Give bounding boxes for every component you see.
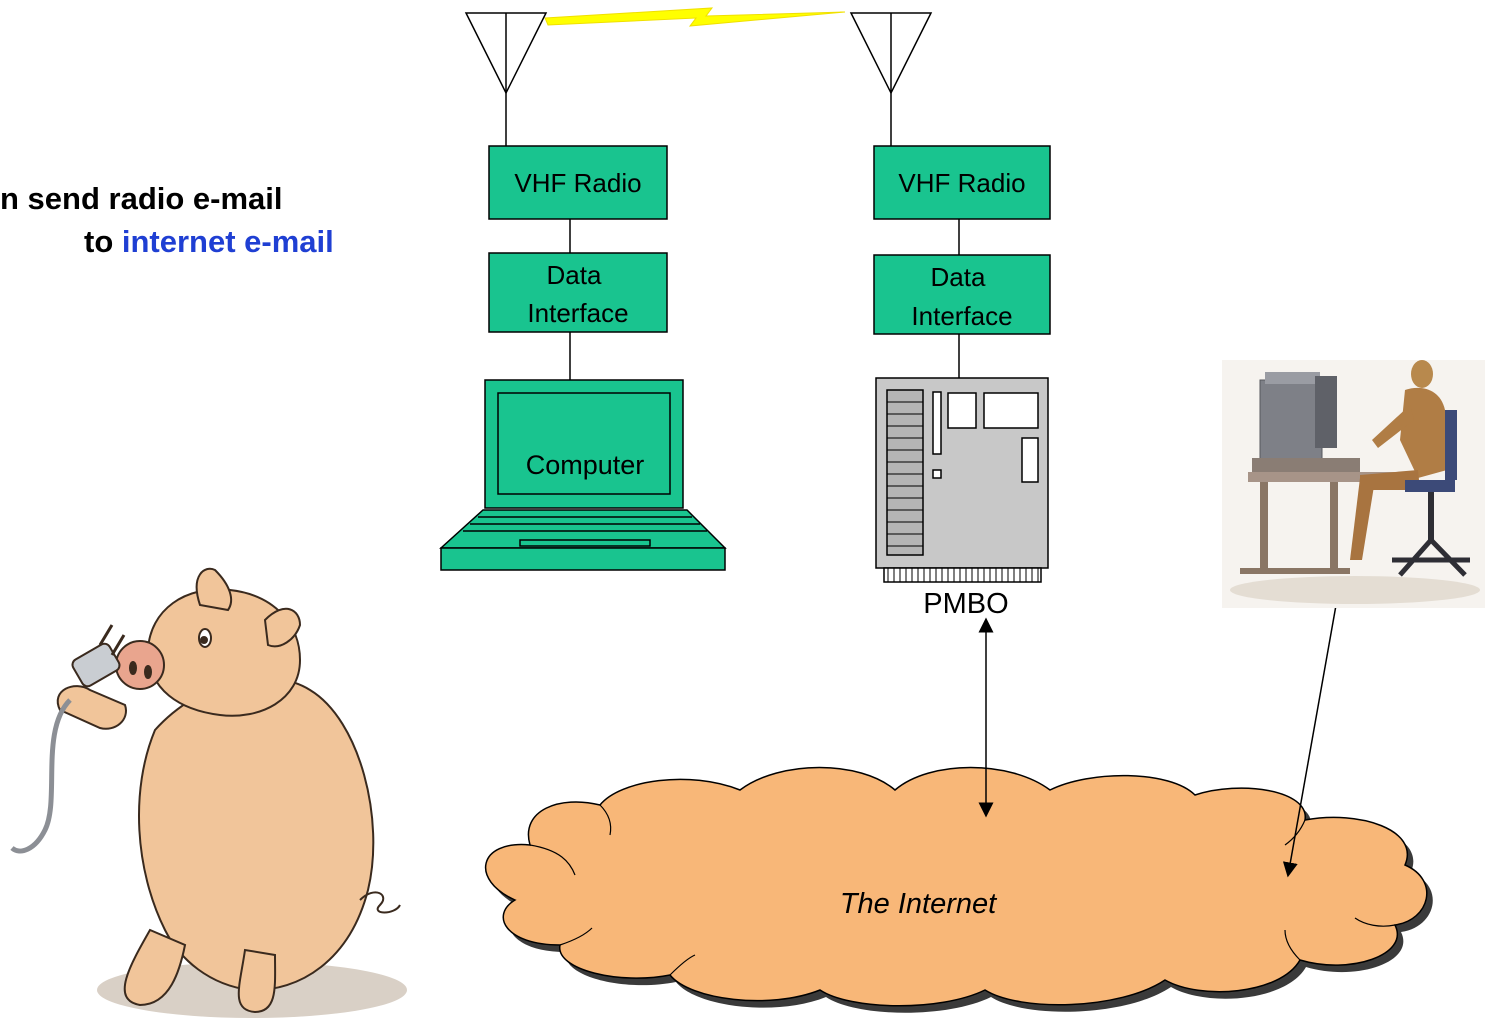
pmbo-label: PMBO: [923, 588, 1008, 620]
user-internet-arrow: [1282, 586, 1345, 878]
right-vhf-radio-box: [873, 145, 1051, 220]
left-antenna-icon: [464, 12, 548, 146]
left-interface-label-2: Interface: [527, 298, 628, 328]
person-at-desk-image: [1222, 360, 1485, 608]
right-interface-label-2: Interface: [911, 301, 1012, 331]
left-vhf-radio-box: [488, 145, 668, 220]
pmbo-server-icon: [875, 377, 1049, 583]
headline-line-2-prefix: to: [84, 224, 122, 259]
laptop-computer-icon: [439, 379, 727, 571]
internet-label: The Internet: [840, 888, 998, 920]
computer-label: Computer: [526, 450, 645, 480]
headline-highlight: internet e-mail: [121, 224, 334, 259]
left-interface-label-1: Data: [547, 260, 602, 290]
left-data-interface-box: [488, 252, 668, 333]
internet-cloud: [484, 766, 1428, 1007]
headline: n send radio e-mail to internet e-mail: [0, 178, 420, 288]
pig-with-plug-image: [10, 567, 407, 1018]
right-antenna-icon: [849, 12, 933, 146]
right-data-interface-box: [873, 254, 1051, 335]
headline-line-2: to internet e-mail: [84, 221, 334, 263]
radio-link-bolt: [544, 7, 846, 27]
right-vhf-radio-label: VHF Radio: [898, 168, 1025, 198]
headline-line-1: n send radio e-mail: [0, 181, 283, 216]
left-vhf-radio-label: VHF Radio: [514, 168, 641, 198]
right-interface-label-1: Data: [931, 262, 986, 292]
